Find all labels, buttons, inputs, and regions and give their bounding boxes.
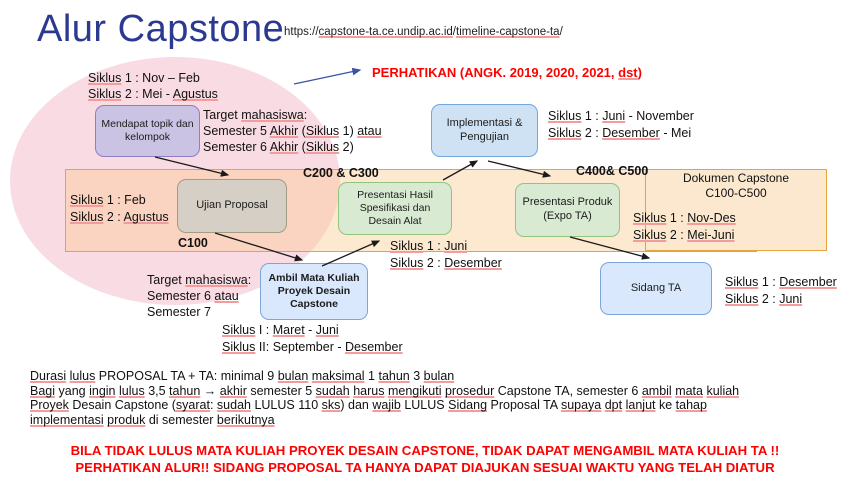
flow-box-presentasi-hasil: Presentasi Hasil Spesifikasi dan Desain …: [338, 182, 452, 235]
label-siklus-ambil-mk: Siklus I : Maret - Juni Siklus II: Septe…: [222, 323, 403, 354]
flow-box-sidang-ta: Sidang TA: [600, 262, 712, 315]
dokumen-capstone-box: [645, 169, 827, 251]
label-stage-c100: C100: [178, 236, 208, 250]
page-title: Alur Capstone: [37, 8, 285, 50]
flow-box-ambil-mata-kuliah: Ambil Mata Kuliah Proyek Desain Capstone: [260, 263, 368, 320]
footer-warning: BILA TIDAK LULUS MATA KULIAH PROYEK DESA…: [70, 443, 780, 475]
flow-box-implementasi-pengujian: Implementasi & Pengujian: [431, 104, 538, 157]
label-siklus-implementasi: Siklus 1 : Juni - November Siklus 2 : De…: [548, 109, 694, 140]
arrow-ellipse-to-perhatikan: [293, 67, 362, 85]
timeline-url-text: https://capstone-ta.ce.undip.ac.id/timel…: [284, 26, 563, 38]
label-target-mahasiswa-atas: Target mahasiswa: Semester 5 Akhir (Sikl…: [203, 108, 382, 154]
footer-paragraph: Durasi lulus PROPOSAL TA + TA: minimal 9…: [30, 369, 740, 427]
label-siklus-proposal: Siklus 1 : Feb Siklus 2 : Agustus: [70, 193, 169, 224]
flow-box-mendapat-topik: Mendapat topik dan kelompok: [95, 105, 200, 157]
label-siklus-dokumen: Siklus 1 : Nov-Des Siklus 2 : Mei-Juni: [633, 211, 736, 242]
label-siklus-topik: Siklus 1 : Nov – Feb Siklus 2 : Mei - Ag…: [88, 71, 218, 101]
perhatikan-note: PERHATIKAN (ANGK. 2019, 2020, 2021, dst): [372, 65, 642, 80]
flow-box-ujian-proposal: Ujian Proposal: [177, 179, 287, 233]
label-siklus-presentasi-hasil: Siklus 1 : Juni Siklus 2 : Desember: [390, 239, 502, 270]
label-target-mahasiswa-bawah: Target mahasiswa: Semester 6 atau Semest…: [147, 273, 252, 319]
label-stage-c400-c500: C400& C500: [576, 164, 649, 178]
label-siklus-sidang-ta: Siklus 1 : Desember Siklus 2 : Juni: [725, 275, 837, 306]
label-stage-c200-c300: C200 & C300: [303, 166, 379, 180]
label-dokumen-capstone: Dokumen Capstone C100-C500: [682, 171, 790, 200]
flow-box-presentasi-produk: Presentasi Produk (Expo TA): [515, 183, 620, 237]
